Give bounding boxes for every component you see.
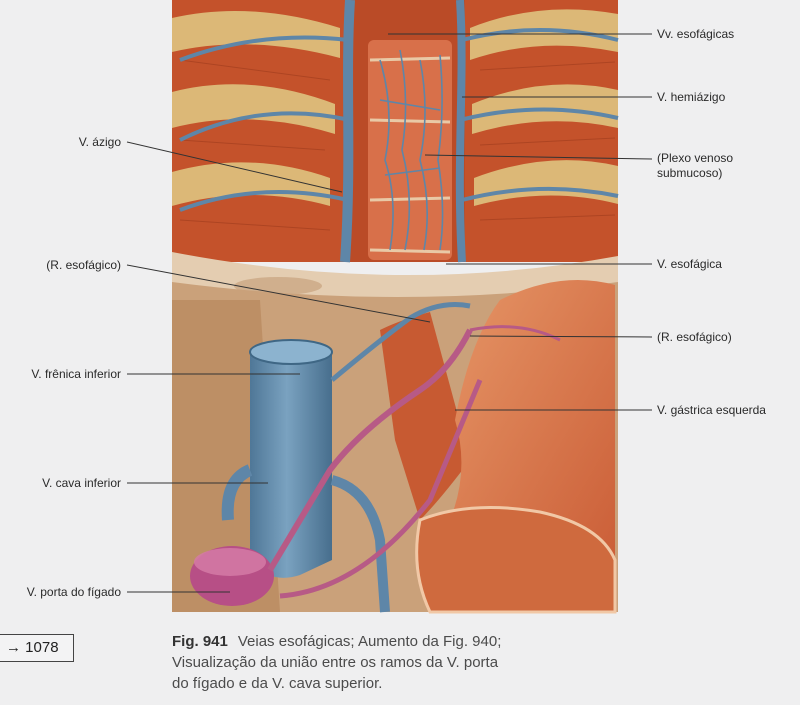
- rib-right-3: [474, 160, 618, 206]
- inferior-vena-cava: [250, 352, 332, 578]
- leader-lines: [126, 33, 653, 593]
- rib-left-3: [172, 162, 330, 206]
- abdominal-region: [172, 280, 618, 614]
- label-r-esofagico-right: (R. esofágico): [657, 330, 732, 344]
- figure-number: Fig. 941: [172, 633, 228, 650]
- esophagus: [368, 40, 452, 260]
- label-v-frenica-inferior: V. frênica inferior: [31, 367, 121, 381]
- label-v-porta-do-figado: V. porta do fígado: [26, 585, 121, 599]
- label-vv-esofagicas: Vv. esofágicas: [657, 27, 735, 41]
- thoracic-wall: [172, 0, 619, 263]
- crossref-box[interactable]: → 1078: [0, 634, 74, 662]
- rib-right-1: [470, 9, 618, 60]
- stomach-cut-edge: [415, 506, 617, 614]
- figure-caption: Fig. 941 Veias esofágicas; Aumento da Fig…: [172, 631, 772, 694]
- rib-left-2: [172, 84, 335, 134]
- diaphragm-crus: [380, 312, 470, 520]
- label-v-esofagica: V. esofágica: [657, 257, 722, 271]
- label-v-hemiazigo: V. hemiázigo: [657, 90, 726, 104]
- label-plexo-venoso: (Plexo venoso: [657, 151, 734, 165]
- label-submucoso: submucoso): [657, 166, 723, 180]
- rib-left-1: [172, 10, 340, 59]
- label-v-azigo: V. ázigo: [78, 135, 121, 149]
- left-gastric-vein: [267, 328, 473, 572]
- label-v-cava-inferior: V. cava inferior: [42, 476, 121, 490]
- caption-line-3: do fígado e da V. cava superior.: [172, 675, 383, 692]
- caption-line-1: Veias esofágicas; Aumento da Fig. 940;: [237, 633, 502, 650]
- hemiazygos-vein: [455, 0, 466, 263]
- label-v-gastrica-esquerda: V. gástrica esquerda: [657, 403, 766, 417]
- label-r-esofagico-left: (R. esofágico): [46, 258, 121, 272]
- azygos-vein: [340, 0, 355, 263]
- caption-line-2: Visualização da união entre os ramos da …: [172, 654, 499, 671]
